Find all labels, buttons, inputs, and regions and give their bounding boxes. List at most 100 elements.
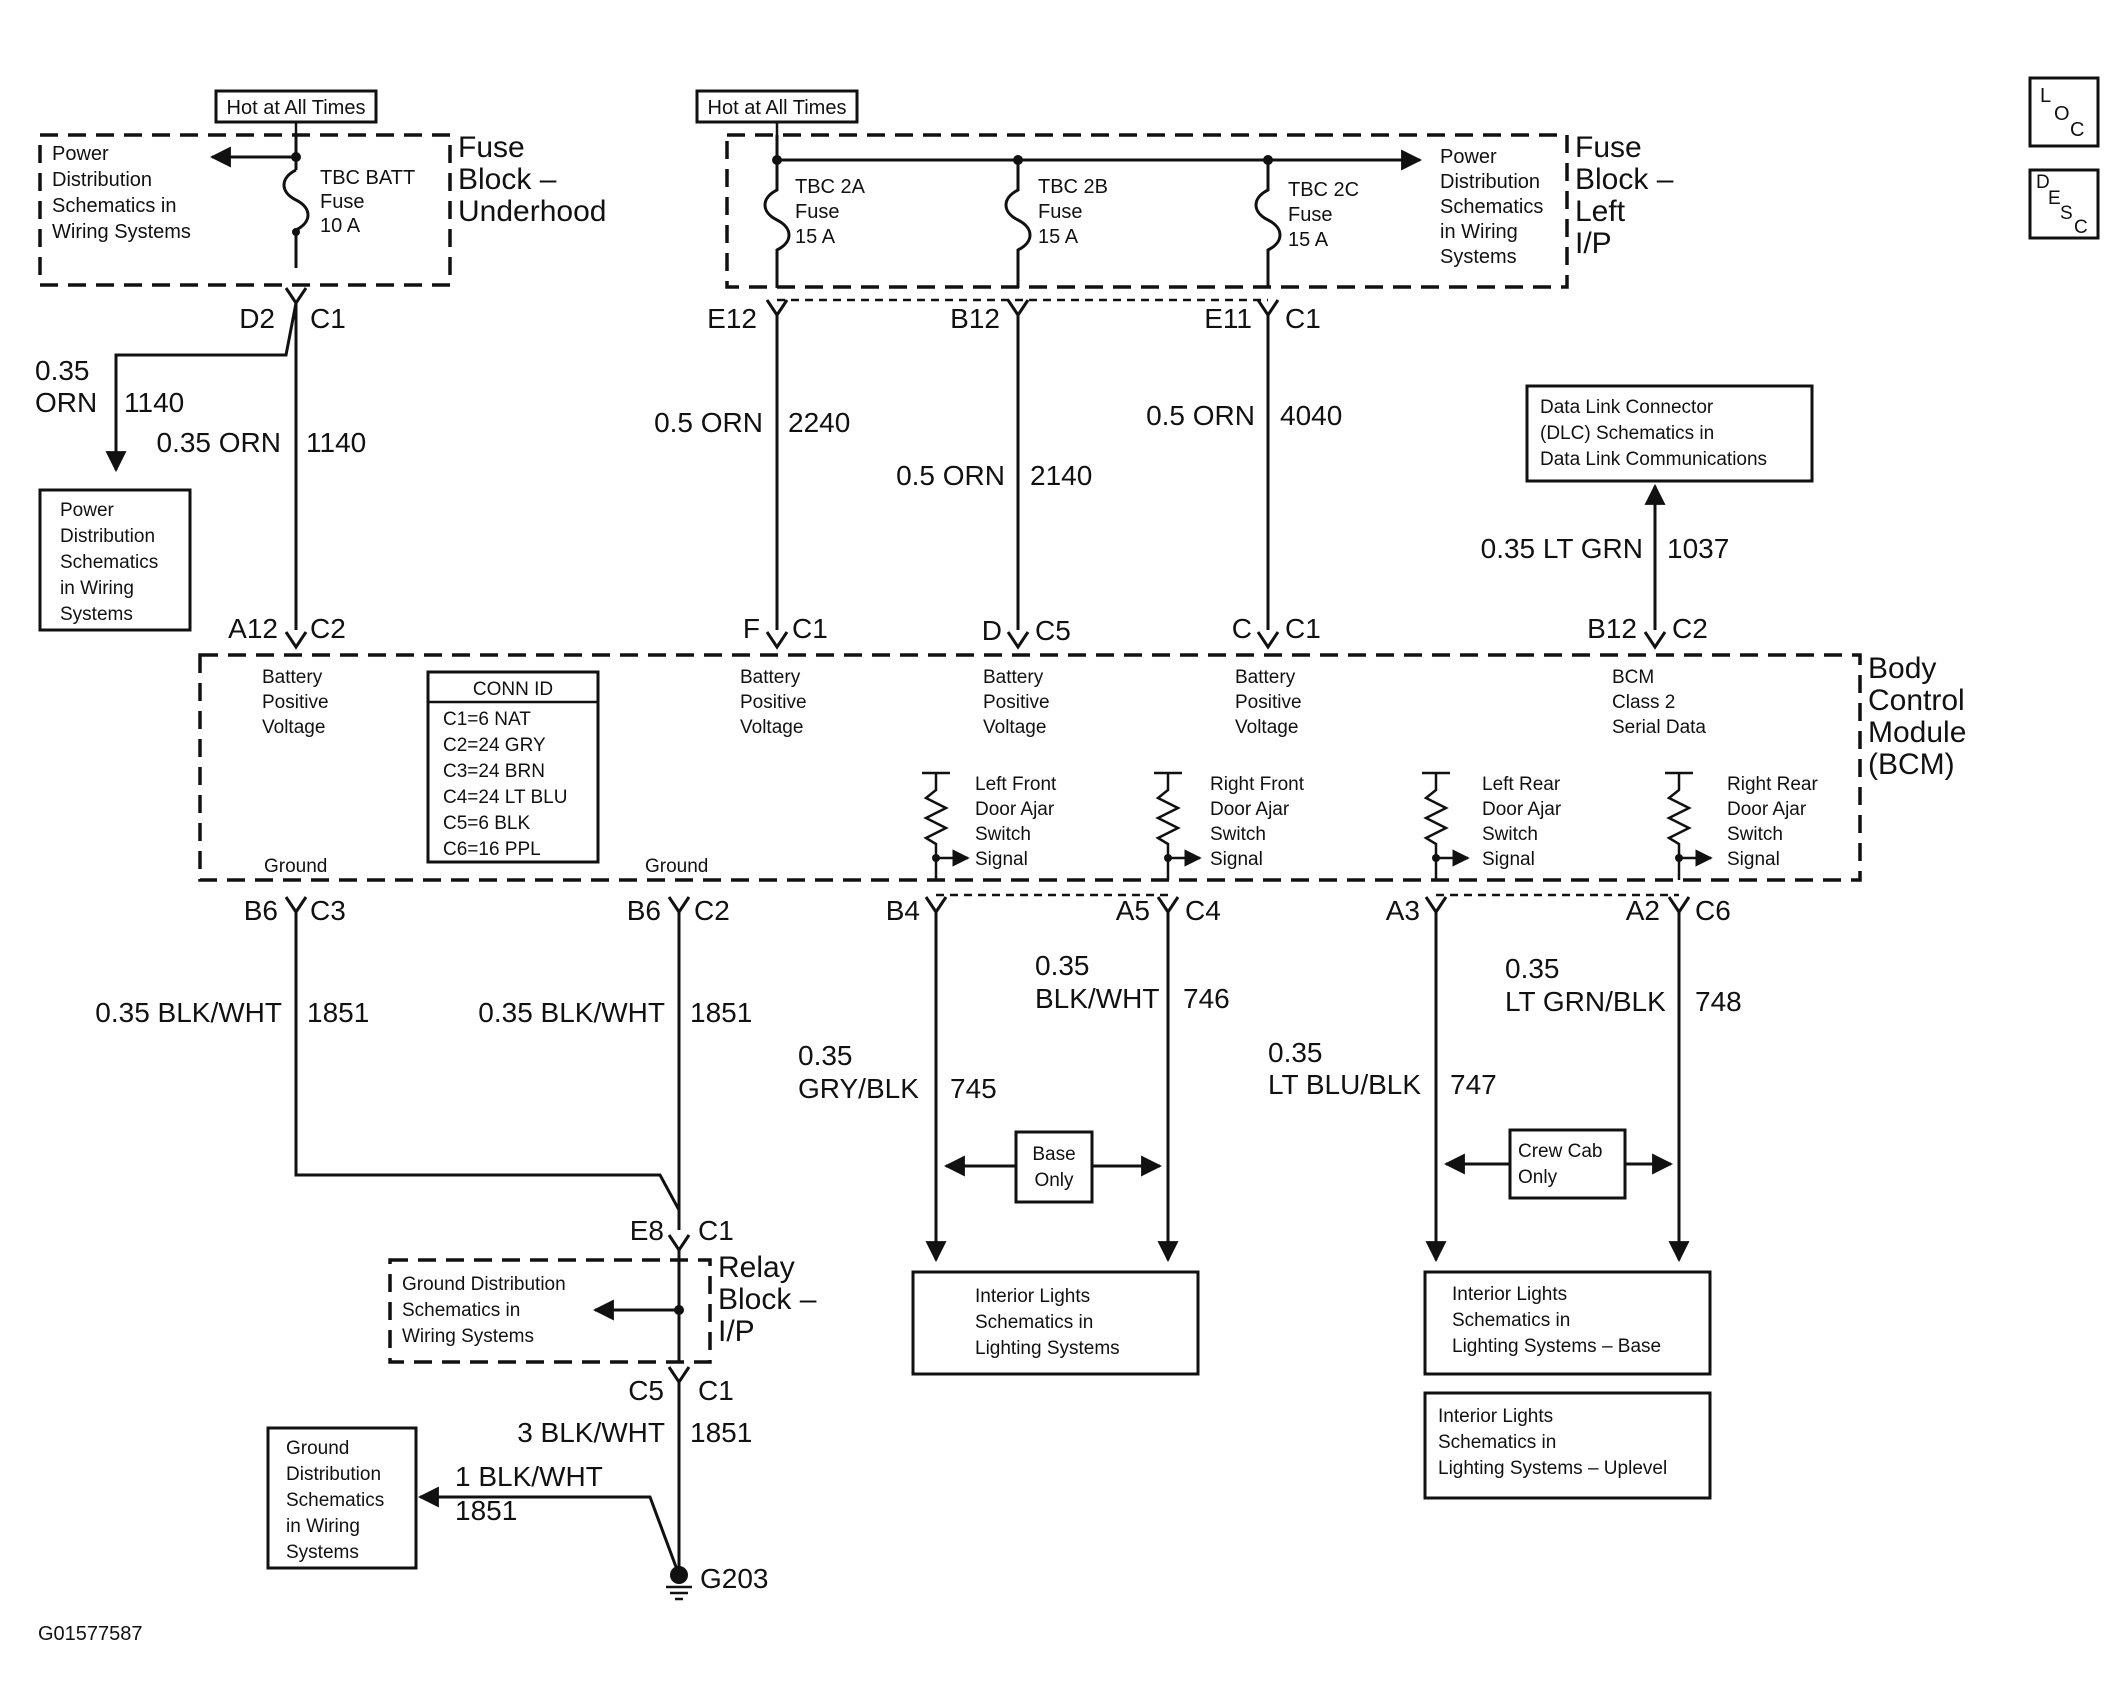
power-ref-line-5: Systems bbox=[60, 604, 133, 625]
ground-ref-l4: in Wiring bbox=[286, 1516, 360, 1537]
int-lights-up-l2: Schematics in bbox=[1438, 1432, 1556, 1453]
wire-745-color: GRY/BLK bbox=[798, 1073, 919, 1104]
int-lights-1-l3: Lighting Systems bbox=[975, 1338, 1120, 1359]
rr-switch-l4: Signal bbox=[1727, 849, 1780, 870]
figure-id: G01577587 bbox=[38, 1623, 143, 1645]
conn-id-c6: C6=16 PPL bbox=[443, 839, 541, 860]
tbc-batt-fuse-symbol bbox=[282, 168, 310, 268]
bcm-bpv-1-l1: Battery bbox=[262, 667, 323, 688]
loc-icon-c: C bbox=[2070, 119, 2084, 141]
tbc-2a-word: Fuse bbox=[795, 201, 839, 223]
conn-c1-e: C1 bbox=[698, 1215, 734, 1246]
ground-ref-l1: Ground bbox=[286, 1438, 349, 1459]
conn-id-title: CONN ID bbox=[473, 679, 553, 700]
wire-1851-a-circuit: 1851 bbox=[307, 997, 369, 1028]
fuse-block-ip-title-4: I/P bbox=[1575, 227, 1612, 260]
conn-d: D bbox=[982, 615, 1002, 646]
int-lights-1-l1: Interior Lights bbox=[975, 1286, 1090, 1307]
tbc-2c-rating: 15 A bbox=[1288, 229, 1329, 251]
uh-power-ref-3: Schematics in bbox=[52, 195, 177, 217]
crew-cab-only-box: Crew Cab Only bbox=[1443, 1128, 1674, 1200]
power-ref-line-4: in Wiring bbox=[60, 578, 134, 599]
door-switch-right-rear: Right Rear Door Ajar Switch Signal bbox=[1665, 771, 1818, 880]
wire-1140-label: 0.35 ORN bbox=[157, 427, 282, 458]
conn-b6-a: B6 bbox=[244, 895, 278, 926]
wire-2240-circuit: 2240 bbox=[788, 407, 850, 438]
bcm-title-2: Control bbox=[1868, 684, 1965, 717]
relay-block-ip: E8 C1 Relay Block – I/P Ground Distribut… bbox=[388, 1215, 817, 1406]
lf-switch-l1: Left Front bbox=[975, 774, 1057, 795]
wire-1037-circuit: 1037 bbox=[1667, 533, 1729, 564]
uh-power-ref-2: Distribution bbox=[52, 169, 152, 191]
bcm-bpv-2-l1: Battery bbox=[740, 667, 801, 688]
conn-a12: A12 bbox=[228, 613, 278, 644]
wire-1851-c-label: 3 BLK/WHT bbox=[517, 1417, 665, 1448]
bcm-title-1: Body bbox=[1868, 652, 1936, 685]
lf-switch-l4: Signal bbox=[975, 849, 1028, 870]
wire-1851-d bbox=[417, 1486, 681, 1576]
fuse-block-ip-title-1: Fuse bbox=[1575, 131, 1642, 164]
conn-c5-b: C5 bbox=[628, 1375, 664, 1406]
conn-b12-top: B12 bbox=[950, 303, 1000, 334]
conn-c2-a: C2 bbox=[310, 613, 346, 644]
conn-c3: C3 bbox=[310, 895, 346, 926]
ip-power-ref-2: Distribution bbox=[1440, 171, 1540, 193]
wire-747-gauge: 0.35 bbox=[1268, 1037, 1323, 1068]
desc-icon-c: C bbox=[2074, 217, 2088, 238]
conn-c1-c: C1 bbox=[792, 613, 828, 644]
lr-switch-l3: Switch bbox=[1482, 824, 1538, 845]
wire-746-color: BLK/WHT bbox=[1035, 983, 1159, 1014]
tbc-2a-label: TBC 2A bbox=[795, 176, 866, 198]
bcm-title-3: Module bbox=[1868, 716, 1966, 749]
conn-c6: C6 bbox=[1695, 895, 1731, 926]
conn-c2-b: C2 bbox=[1672, 613, 1708, 644]
power-ref-line-1: Power bbox=[60, 500, 115, 521]
bcm-serial-l1: BCM bbox=[1612, 667, 1654, 688]
fuse-block-ip-title-2: Block – bbox=[1575, 163, 1674, 196]
ground-g203-icon: G203 bbox=[666, 1563, 769, 1601]
power-ref-line-2: Distribution bbox=[60, 526, 155, 547]
conn-c1-d: C1 bbox=[1285, 613, 1321, 644]
desc-icon-s: S bbox=[2060, 203, 2073, 224]
ip-power-ref-4: in Wiring bbox=[1440, 221, 1518, 243]
tbc-2a-fuse-symbol bbox=[763, 160, 791, 288]
lr-switch-l1: Left Rear bbox=[1482, 774, 1561, 795]
conn-c5-a: C5 bbox=[1035, 615, 1071, 646]
wire-1140-branch bbox=[105, 302, 298, 473]
wire-4040-label: 0.5 ORN bbox=[1146, 400, 1255, 431]
int-lights-base-l2: Schematics in bbox=[1452, 1310, 1570, 1331]
conn-c2-c: C2 bbox=[694, 895, 730, 926]
bcm-bpv-3-l2: Positive bbox=[983, 692, 1050, 713]
bcm-bpv-2-l3: Voltage bbox=[740, 717, 803, 738]
wire-1140-branch-gauge: 0.35 bbox=[35, 355, 90, 386]
bcm-bpv-3-l1: Battery bbox=[983, 667, 1044, 688]
crew-cab-l1: Crew Cab bbox=[1518, 1141, 1602, 1162]
power-dist-ref-box: Power Distribution Schematics in Wiring … bbox=[38, 488, 192, 632]
lf-switch-l3: Switch bbox=[975, 824, 1031, 845]
fuse-block-underhood: Fuse Block – Underhood Power Distributio… bbox=[38, 131, 606, 287]
desc-icon[interactable]: D E S C bbox=[2028, 168, 2100, 240]
wire-1851-c-circuit: 1851 bbox=[690, 1417, 752, 1448]
tbc-batt-fuse-word: Fuse bbox=[320, 191, 364, 213]
bcm-bpv-4-l3: Voltage bbox=[1235, 717, 1298, 738]
base-only-l1: Base bbox=[1032, 1144, 1075, 1165]
conn-f: F bbox=[743, 613, 760, 644]
conn-id-c1: C1=6 NAT bbox=[443, 709, 531, 730]
loc-icon[interactable]: L O C bbox=[2028, 76, 2100, 148]
rf-switch-l3: Switch bbox=[1210, 824, 1266, 845]
base-only-box: Base Only bbox=[943, 1130, 1163, 1204]
bcm-ground-1: Ground bbox=[264, 856, 327, 877]
door-switch-right-front: Right Front Door Ajar Switch Signal bbox=[1154, 771, 1305, 880]
rf-switch-l4: Signal bbox=[1210, 849, 1263, 870]
int-lights-up-l1: Interior Lights bbox=[1438, 1406, 1553, 1427]
conn-c: C bbox=[1232, 613, 1252, 644]
bcm-title-4: (BCM) bbox=[1868, 748, 1955, 781]
uh-power-ref-1: Power bbox=[52, 143, 109, 165]
ground-ref-l5: Systems bbox=[286, 1542, 359, 1563]
ip-power-ref-1: Power bbox=[1440, 146, 1497, 168]
wire-1851-d-circuit: 1851 bbox=[455, 1495, 517, 1526]
conn-id-c5: C5=6 BLK bbox=[443, 813, 530, 834]
hot-label-middle-text: Hot at All Times bbox=[708, 97, 847, 119]
conn-c1-a: C1 bbox=[310, 303, 346, 334]
